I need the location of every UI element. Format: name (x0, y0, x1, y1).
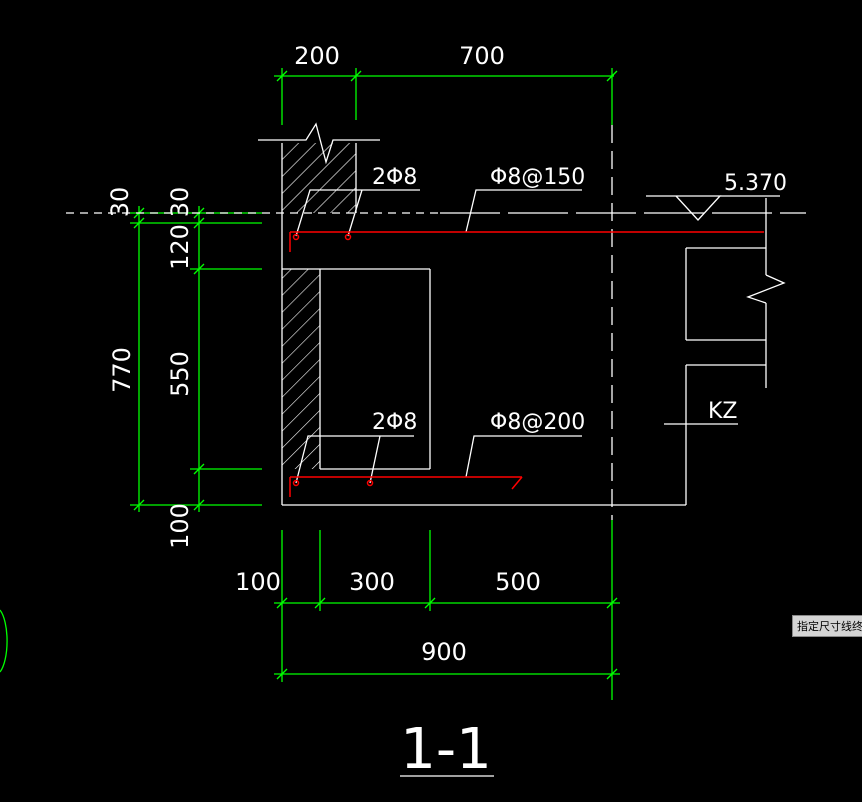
dim-left-30b: 30 (166, 187, 194, 218)
dim-bottom-900: 900 (421, 638, 467, 666)
section-outline (66, 122, 806, 777)
dim-left-770: 770 (108, 347, 136, 393)
column-label: KZ (708, 399, 738, 424)
dim-top-700: 700 (459, 42, 505, 70)
dimension-lines (0, 68, 620, 700)
rebar-dot-bottom-1 (292, 479, 300, 487)
note-bottom-distribution: Φ8@200 (490, 410, 585, 435)
dim-bottom-500: 500 (495, 568, 541, 596)
dim-left-550: 550 (166, 351, 194, 397)
note-top-distribution: Φ8@150 (490, 165, 585, 190)
dim-top-200: 200 (294, 42, 340, 70)
elevation-label: 5.370 (724, 171, 787, 196)
dim-bottom-100: 100 (235, 568, 281, 596)
dim-left-30a: 30 (106, 187, 134, 218)
rebar (289, 231, 764, 497)
rebar-dot-bottom-2 (366, 479, 374, 487)
rebar-dot-top-2 (344, 233, 352, 241)
dim-left-120: 120 (166, 224, 194, 270)
dim-left-100: 100 (166, 503, 194, 549)
note-top-bars: 2Φ8 (372, 165, 417, 190)
dim-bottom-300: 300 (349, 568, 395, 596)
command-tooltip: 指定尺寸线终点 (792, 615, 862, 637)
rebar-dot-top-1 (292, 233, 300, 241)
section-title: 1-1 (400, 717, 491, 782)
note-bottom-bars: 2Φ8 (372, 410, 417, 435)
